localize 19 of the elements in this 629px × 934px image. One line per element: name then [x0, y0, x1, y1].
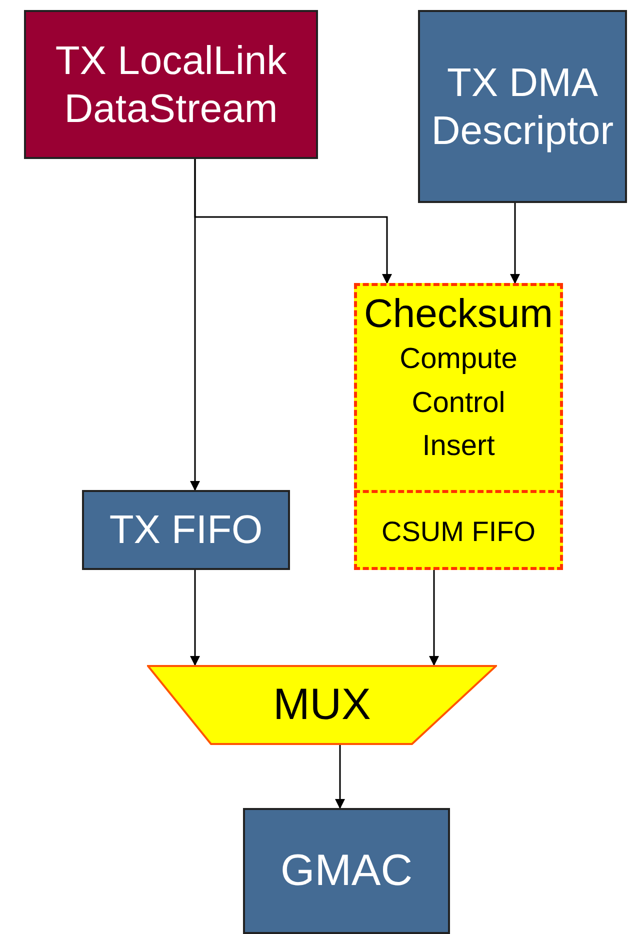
fifo-box: [82, 490, 290, 570]
descriptor-box: [418, 10, 627, 203]
node-label: MUX: [273, 679, 371, 731]
node-label: CSUM FIFO: [382, 514, 536, 548]
checksum-block: [354, 283, 563, 570]
arrow: [429, 570, 439, 666]
arrow: [510, 203, 520, 284]
mac-box: [243, 808, 450, 934]
mux-trapezoid: [147, 665, 497, 745]
node-label: TX LocalLink DataStream: [54, 38, 288, 132]
node-label: TX DMA Descriptor: [430, 60, 615, 154]
node-label: GMAC: [280, 845, 412, 897]
block-description: Compute Control Insert: [398, 342, 518, 464]
block-title: Checksum: [364, 291, 553, 338]
arrow: [190, 570, 200, 666]
node-label: TX FIFO: [109, 507, 263, 554]
source-box: [24, 10, 318, 159]
arrow: [194, 159, 392, 284]
arrow: [335, 745, 345, 809]
